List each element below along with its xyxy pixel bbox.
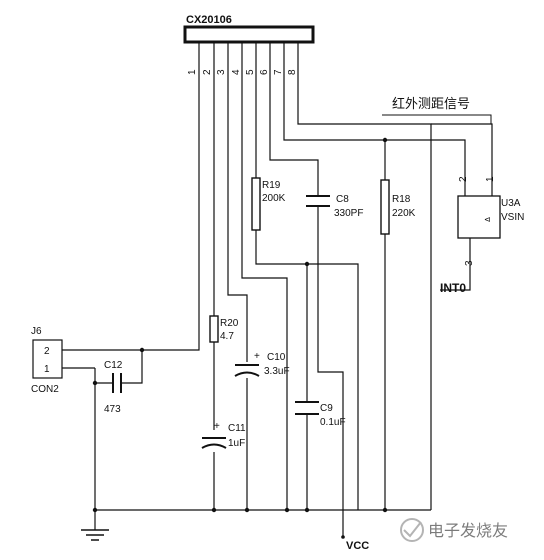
ic-cx20106: CX20106 1 2 3 4 5 6 7 8: [183, 14, 315, 75]
ic-pin-3: 3: [216, 69, 227, 75]
connector-j6: J6 2 1 CON2: [31, 326, 63, 395]
watermark: 电子发烧友: [400, 518, 508, 542]
r20-ref: R20: [220, 318, 239, 329]
ic-name: CX20106: [186, 14, 232, 26]
capacitor-c8: C8 330PF: [306, 194, 363, 219]
c9-value: 0.1uF: [320, 417, 346, 428]
r20-value: 4.7: [220, 331, 234, 342]
u3a-pin-1: 1: [485, 176, 496, 182]
c12-ref: C12: [104, 360, 123, 371]
c10-polarity: +: [254, 351, 260, 362]
ic-pin-2: 2: [202, 69, 213, 75]
j6-ref: J6: [31, 326, 42, 337]
u3a-ref: U3A: [501, 198, 521, 209]
u3a-pin-3: 3: [464, 260, 475, 266]
c10-ref: C10: [267, 352, 286, 363]
j6-pin-1: 1: [44, 364, 50, 375]
net-label-vcc: VCC: [346, 540, 369, 552]
j6-value: CON2: [31, 384, 59, 395]
c11-polarity: +: [214, 421, 220, 432]
ic-pin-8: 8: [287, 69, 298, 75]
u3a-pin-2: 2: [458, 176, 469, 182]
signal-label: 红外测距信号: [392, 96, 470, 111]
ic-pin-1: 1: [187, 69, 198, 75]
c11-ref: C11: [228, 423, 246, 434]
c12-value: 473: [104, 404, 121, 415]
c11-value: 1uF: [228, 438, 245, 449]
ic-pin-6: 6: [259, 69, 270, 75]
ground-icon: [81, 529, 109, 541]
capacitor-c12: C12 473: [104, 360, 123, 415]
wires: [62, 42, 493, 537]
resistor-r19: R19 200K: [251, 177, 286, 231]
capacitor-c10: + C10 3.3uF: [234, 351, 290, 377]
c9-ref: C9: [320, 403, 333, 414]
net-label-int0: INT0: [440, 281, 466, 295]
capacitor-c11: + C11 1uF: [201, 421, 246, 449]
ic-pin-4: 4: [231, 69, 242, 75]
resistor-r18: R18 220K: [380, 179, 416, 235]
junctions: [92, 137, 388, 513]
c8-value: 330PF: [334, 208, 363, 219]
r18-value: 220K: [392, 208, 416, 219]
r19-value: 200K: [262, 193, 286, 204]
j6-pin-2: 2: [44, 346, 50, 357]
u3a-name: VSIN: [501, 212, 524, 223]
r18-ref: R18: [392, 194, 411, 205]
ic-pin-7: 7: [273, 69, 284, 75]
r19-ref: R19: [262, 180, 281, 191]
ic-pin-5: 5: [245, 69, 256, 75]
vcc-terminal: [341, 535, 345, 539]
u3a-glyph: ⊲: [484, 215, 491, 224]
gate-u3a: 2 1 3 U3A VSIN ⊲: [457, 176, 524, 266]
c10-value: 3.3uF: [264, 366, 290, 377]
watermark-logo-icon: [400, 518, 424, 542]
c8-ref: C8: [336, 194, 349, 205]
resistor-r20: R20 4.7: [209, 315, 239, 343]
capacitor-c9: C9 0.1uF: [295, 401, 346, 428]
watermark-text: 电子发烧友: [428, 522, 508, 540]
